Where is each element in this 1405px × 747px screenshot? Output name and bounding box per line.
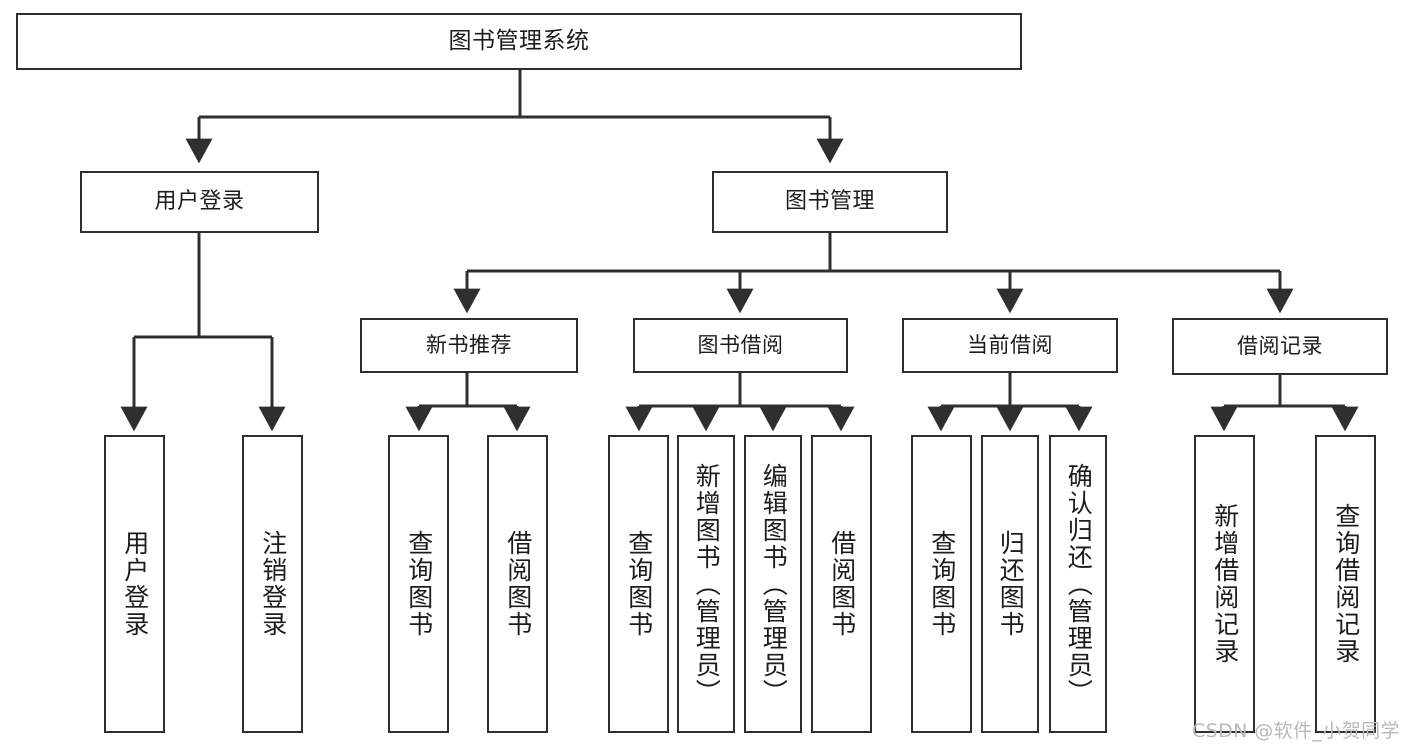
node-label: 图书管理 [784, 188, 875, 214]
node-current-borrow[interactable]: 当前借阅 [902, 318, 1118, 373]
leaf-borrow-query-book[interactable]: 查询图书 [608, 435, 669, 733]
node-label: 用户登录 [120, 530, 150, 638]
leaf-current-return-book[interactable]: 归还图书 [981, 435, 1039, 733]
leaf-current-confirm-return-admin[interactable]: 确认归还（管理员） [1049, 435, 1107, 733]
csdn-watermark: CSDN @软件_小贺同学 [1192, 720, 1400, 742]
node-book-borrow[interactable]: 图书借阅 [633, 318, 848, 373]
node-label: 借阅图书 [827, 530, 857, 638]
leaf-borrow-edit-book-admin[interactable]: 编辑图书（管理员） [744, 435, 802, 733]
leaf-user-login-login[interactable]: 用户登录 [104, 435, 165, 733]
leaf-new-book-query[interactable]: 查询图书 [388, 435, 449, 733]
node-book-management[interactable]: 图书管理 [712, 171, 948, 233]
node-new-book-recommend[interactable]: 新书推荐 [360, 318, 578, 373]
leaf-record-add-record[interactable]: 新增借阅记录 [1194, 435, 1255, 733]
leaf-record-query-record[interactable]: 查询借阅记录 [1315, 435, 1376, 733]
node-root-system[interactable]: 图书管理系统 [16, 13, 1022, 70]
node-label: 查询图书 [624, 530, 654, 638]
node-label: 确认归还（管理员） [1064, 462, 1094, 706]
node-label: 查询借阅记录 [1331, 503, 1361, 665]
node-label: 归还图书 [996, 530, 1026, 638]
node-label: 用户登录 [154, 188, 245, 214]
node-label: 当前借阅 [967, 332, 1053, 357]
node-borrow-record[interactable]: 借阅记录 [1172, 318, 1388, 375]
leaf-user-login-logout[interactable]: 注销登录 [242, 435, 303, 733]
leaf-current-query-book[interactable]: 查询图书 [911, 435, 972, 733]
node-user-login[interactable]: 用户登录 [80, 171, 319, 233]
node-label: 编辑图书（管理员） [759, 462, 789, 706]
leaf-borrow-borrow-book[interactable]: 借阅图书 [811, 435, 872, 733]
node-label: 图书管理系统 [448, 27, 590, 54]
node-label: 查询图书 [404, 530, 434, 638]
node-label: 图书借阅 [697, 332, 784, 357]
node-label: 新增借阅记录 [1210, 503, 1240, 665]
node-label: 查询图书 [927, 530, 957, 638]
leaf-borrow-add-book-admin[interactable]: 新增图书（管理员） [677, 435, 735, 733]
node-label: 借阅记录 [1237, 333, 1323, 358]
node-label: 新书推荐 [426, 332, 512, 357]
node-label: 新增图书（管理员） [692, 462, 722, 706]
node-label: 借阅图书 [503, 530, 533, 638]
leaf-new-book-borrow[interactable]: 借阅图书 [487, 435, 548, 733]
node-label: 注销登录 [258, 530, 288, 638]
